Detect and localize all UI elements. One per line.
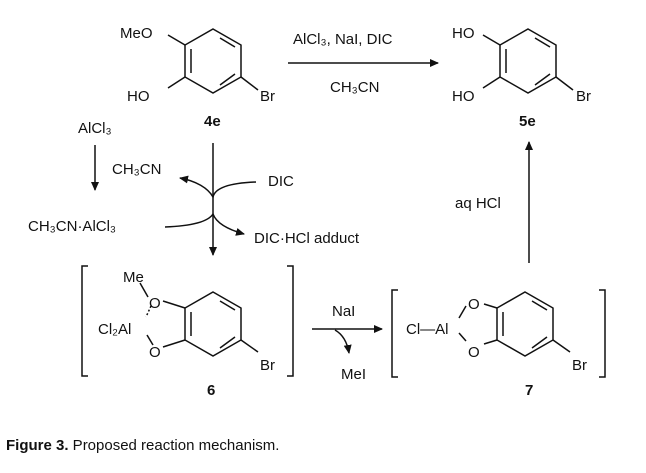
7-br-label: Br	[572, 357, 587, 374]
5e-ho-bottom-label: HO	[452, 88, 475, 105]
6-compound-number: 6	[207, 382, 215, 399]
dic-label: DIC	[268, 173, 294, 190]
6-me-label: Me	[123, 269, 144, 286]
6-o-bottom-label: O	[149, 344, 161, 361]
compound-4e	[167, 28, 259, 94]
compound-5e	[482, 28, 574, 94]
nai-label: NaI	[332, 303, 355, 320]
mei-release-curved-arrow	[334, 329, 352, 354]
4e-compound-number: 4e	[204, 113, 221, 130]
4e-br-label: Br	[260, 88, 275, 105]
4e-meo-label: MeO	[120, 25, 153, 42]
ch3cn-release-curved-arrow	[179, 175, 257, 200]
reaction-scheme: MeO HO Br 4e AlCl₃, NaI, DIC CH₃CN HO HO…	[28, 25, 606, 399]
top-solvent-label: CH₃CN	[330, 79, 379, 96]
released-ch3cn-label: CH₃CN	[112, 161, 161, 178]
6-cl2al-label: Cl₂Al	[98, 321, 131, 338]
figure-caption-text: Proposed reaction mechanism.	[68, 437, 280, 454]
5e-compound-number: 5e	[519, 113, 536, 130]
figure-caption-prefix: Figure 3.	[6, 437, 69, 454]
figure-caption: Figure 3. Proposed reaction mechanism.	[6, 437, 279, 454]
6-br-label: Br	[260, 357, 275, 374]
7-o-bottom-label: O	[468, 344, 480, 361]
dic-hcl-adduct-label: DIC·HCl adduct	[254, 230, 360, 247]
mei-label: MeI	[341, 366, 366, 383]
adduct-curved-arrow	[164, 212, 245, 236]
5e-ho-top-label: HO	[452, 25, 475, 42]
left-alcl3-label: AlCl₃	[78, 120, 112, 137]
5e-br-label: Br	[576, 88, 591, 105]
aq-hcl-label: aq HCl	[455, 195, 501, 212]
7-o-top-label: O	[468, 296, 480, 313]
7-compound-number: 7	[525, 382, 533, 399]
compound-7	[391, 289, 606, 378]
top-reagents-label: AlCl₃, NaI, DIC	[293, 31, 393, 48]
ch3cn-alcl3-complex-label: CH₃CN·AlCl₃	[28, 218, 116, 235]
6-o-top-label: O	[149, 295, 161, 312]
compound-6	[81, 265, 294, 377]
7-cl-al-label: Cl—Al	[406, 321, 449, 338]
4e-ho-label: HO	[127, 88, 150, 105]
